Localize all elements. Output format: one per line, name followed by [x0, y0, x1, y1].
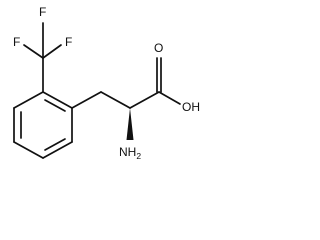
cf3-f-right-bond	[42, 44, 62, 59]
atom-f-right: F	[65, 35, 72, 49]
ring-to-ch2-bond	[71, 91, 102, 109]
ring-bond-top	[42, 91, 73, 109]
atom-nh2: NH2	[119, 145, 141, 161]
ring-inner-bond-2	[44, 138, 66, 151]
atom-o-carbonyl: O	[154, 41, 163, 55]
ring-bond-upper-left	[13, 91, 44, 109]
alpha-to-carboxyl-bond	[129, 91, 160, 109]
ring-inner-bond-1	[44, 99, 66, 112]
molecule-structure: F F F O OH NH2	[13, 5, 200, 161]
atom-nh-subscript: 2	[136, 151, 141, 161]
ch2-to-alpha-bond	[100, 91, 131, 109]
cf3-f-left-bond	[23, 44, 44, 59]
atom-f-top: F	[39, 5, 46, 19]
ring-bond-bottom	[13, 141, 44, 159]
atom-oh: OH	[182, 100, 200, 114]
stereo-wedge-bond	[126, 108, 134, 140]
atom-f-left: F	[13, 35, 20, 49]
ring-bond-lower-right	[42, 141, 73, 159]
atom-nh-main: NH	[119, 145, 136, 159]
carboxyl-oh-bond	[158, 91, 181, 105]
